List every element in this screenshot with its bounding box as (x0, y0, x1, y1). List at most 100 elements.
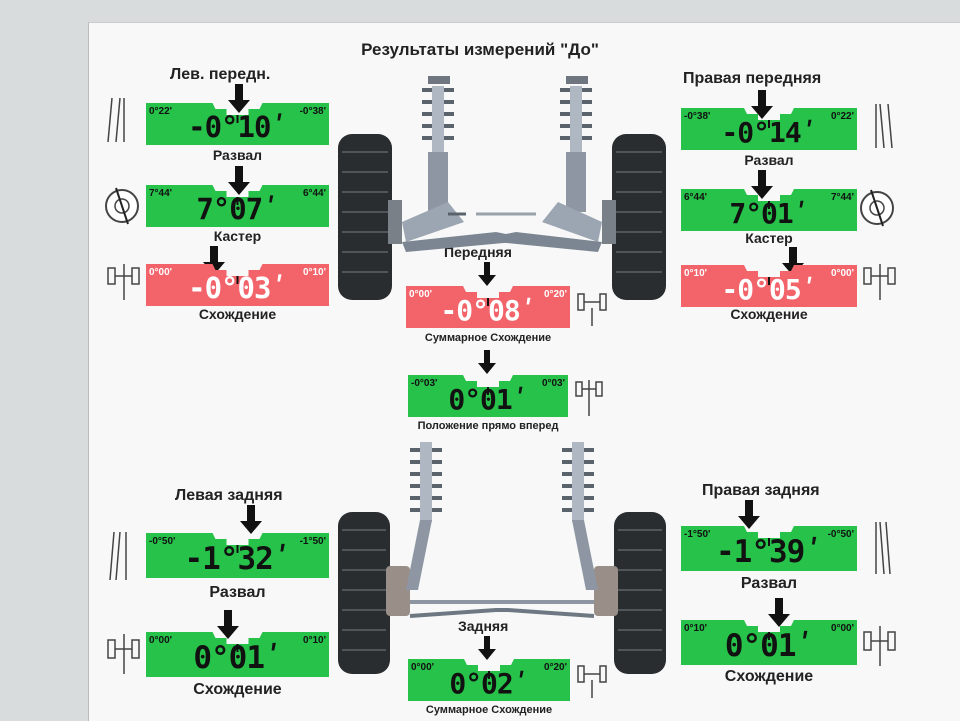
gauge-background (146, 185, 329, 227)
gauge-min: 0°00' (409, 289, 433, 300)
gauge-value: -0°14ʹ (721, 116, 817, 149)
gauge-background (681, 620, 857, 665)
front-total-toe-gauge: 0°00' 0°20' -0°08ʹ (406, 286, 570, 328)
rear-axle-header: Задняя (458, 618, 509, 634)
front-left-header: Лев. передн. (170, 66, 271, 83)
front-right-camber-label: Развал (744, 152, 794, 168)
gauge-max: 0°00' (830, 623, 854, 634)
rear-left-camber-label: Развал (209, 584, 266, 601)
gauge-background (681, 108, 857, 150)
gauge-min: -0°03' (411, 378, 438, 389)
gauge-background (681, 526, 857, 571)
front-left-toe-icon (107, 264, 140, 300)
rear-left-camber-gauge: -0°50' -1°50' -1°32ʹ (146, 533, 329, 578)
gauge-max: 0°03' (541, 378, 565, 389)
rear-right-camber-gauge: -1°50' -0°50' -1°39ʹ (681, 526, 857, 571)
gauge-background (146, 103, 329, 145)
gauge-min: 7°44' (149, 188, 173, 199)
gauge-value: -1°32ʹ (184, 541, 292, 577)
thrust-angle-icon (575, 380, 603, 416)
rear-total-toe-icon (577, 665, 607, 698)
gauge-min: 0°22' (149, 106, 173, 117)
rear-left-toe-icon (107, 634, 140, 674)
front-right-caster-label: Кастер (745, 230, 793, 246)
rear-right-header: Правая задняя (702, 482, 820, 499)
front-right-toe-icon (863, 264, 896, 300)
gauge-max: -1°50' (299, 536, 326, 547)
front-total-toe-arrow (478, 262, 496, 286)
page-title: Результаты измерений "До" (361, 40, 599, 59)
gauge-max: 7°44' (830, 192, 854, 203)
thrust-angle-gauge: -0°03' 0°03' 0°01ʹ (408, 375, 568, 417)
gauge-min: 0°00' (411, 662, 435, 673)
rear-left-toe-gauge: 0°00' 0°10' 0°01ʹ (146, 632, 329, 677)
gauge-min: -0°38' (684, 111, 711, 122)
gauge-value: 7°07ʹ (196, 192, 279, 226)
front-right-camber-gauge: -0°38' 0°22' -0°14ʹ (681, 108, 857, 150)
gauge-background (681, 189, 857, 231)
gauge-background (406, 286, 570, 328)
gauge-background (681, 265, 857, 307)
front-right-caster-gauge: 6°44' 7°44' 7°01ʹ (681, 189, 857, 231)
front-left-camber-label: Развал (212, 147, 263, 163)
gauge-background (146, 533, 329, 578)
gauge-value: 0°01ʹ (724, 628, 814, 664)
front-right-caster-icon (860, 189, 894, 227)
gauge-min: 0°10' (684, 268, 708, 279)
front-right-header: Правая передняя (683, 70, 822, 87)
thrust-angle-label: Положение прямо вперед (417, 420, 559, 432)
front-left-caster-gauge: 7°44' 6°44' 7°07ʹ (146, 185, 329, 227)
front-left-caster-label: Кастер (213, 228, 262, 244)
gauge-value: -0°08ʹ (440, 294, 536, 327)
gauge-max: 0°10' (302, 635, 326, 646)
gauge-value: 7°01ʹ (729, 197, 809, 230)
rear-left-toe-label: Схождение (193, 681, 282, 698)
gauge-value: -0°10ʹ (188, 110, 288, 144)
gauge-value: 0°01ʹ (193, 640, 282, 676)
gauge-max: 6°44' (302, 188, 326, 199)
front-total-toe-icon (577, 293, 607, 326)
gauge-background (146, 632, 329, 677)
front-suspension-illustration (338, 76, 666, 300)
rear-right-camber-label: Развал (740, 575, 798, 592)
front-right-toe-gauge: 0°10' 0°00' -0°05ʹ (681, 265, 857, 307)
gauge-background (408, 375, 568, 417)
gauge-value: 0°02ʹ (449, 667, 529, 700)
front-total-toe-label: Суммарное Схождение (424, 332, 552, 344)
rear-left-camber-arrow (240, 505, 262, 534)
rear-right-toe-label: Схождение (724, 668, 814, 685)
rear-suspension-illustration (338, 442, 666, 674)
gauge-max: 0°20' (543, 662, 567, 673)
gauge-min: -0°50' (149, 536, 176, 547)
gauge-value: -0°05ʹ (721, 273, 817, 306)
front-right-camber-arrow (751, 90, 773, 119)
rear-left-camber-icon (109, 531, 127, 581)
gauge-background (146, 264, 329, 306)
rear-total-toe-label: Суммарное Схождение (425, 704, 553, 716)
rear-right-toe-arrow (768, 598, 790, 627)
thrust-angle-arrow (478, 350, 496, 374)
gauge-value: 0°01ʹ (448, 383, 528, 416)
gauge-max: 0°20' (543, 289, 567, 300)
gauge-max: 0°10' (302, 267, 326, 278)
front-right-caster-arrow (751, 170, 773, 199)
rear-left-header: Левая задняя (175, 487, 283, 504)
rear-right-toe-gauge: 0°10' 0°00' 0°01ʹ (681, 620, 857, 665)
front-left-camber-icon (107, 97, 125, 143)
gauge-min: 6°44' (684, 192, 708, 203)
rear-right-camber-icon (875, 521, 891, 575)
gauge-background (408, 659, 570, 701)
gauge-min: 0°10' (684, 623, 708, 634)
rear-total-toe-arrow (478, 636, 496, 660)
gauge-max: -0°38' (299, 106, 326, 117)
gauge-max: 0°00' (830, 268, 854, 279)
gauge-min: 0°00' (149, 267, 173, 278)
rear-right-camber-arrow (738, 500, 760, 529)
rear-right-toe-icon (863, 626, 896, 666)
gauge-max: -0°50' (827, 529, 854, 540)
rear-total-toe-gauge: 0°00' 0°20' 0°02ʹ (408, 659, 570, 701)
front-left-camber-arrow (228, 84, 250, 113)
front-left-toe-label: Схождение (198, 306, 277, 322)
front-left-caster-arrow (228, 166, 250, 195)
gauge-min: -1°50' (684, 529, 711, 540)
